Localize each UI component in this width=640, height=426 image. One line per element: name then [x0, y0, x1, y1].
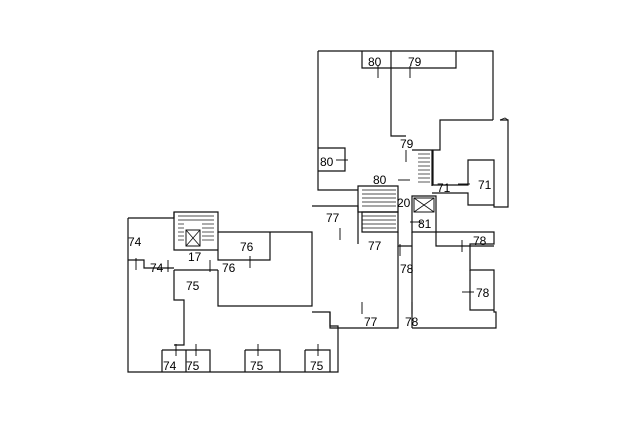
north-wing-walls: [317, 50, 509, 208]
room-label: 80: [320, 155, 334, 169]
room-label: 75: [310, 359, 324, 373]
room-label: 77: [364, 315, 378, 329]
room-label: 78: [476, 286, 490, 300]
room-label: 79: [408, 55, 422, 69]
room-label: 71: [437, 181, 451, 195]
room-label: 80: [368, 55, 382, 69]
room-label: 71: [478, 178, 492, 192]
room-label: 74: [150, 261, 164, 275]
room-label: 75: [250, 359, 264, 373]
room-label: 76: [240, 240, 254, 254]
room-label: 77: [368, 239, 382, 253]
room-label: 78: [400, 262, 414, 276]
room-label: 17: [188, 250, 202, 264]
room-label: 74: [128, 235, 142, 249]
room-labels: 80 79 79 80 80 71 71 20 81 77 77 78 78 7…: [128, 55, 492, 373]
label-ticks: [135, 66, 474, 356]
room-label: 75: [186, 359, 200, 373]
room-label: 78: [473, 234, 487, 248]
room-label: 20: [397, 196, 411, 210]
room-label: 76: [222, 261, 236, 275]
east-wing-walls: [329, 231, 497, 329]
room-label: 74: [163, 359, 177, 373]
room-label: 79: [400, 137, 414, 151]
room-label: 80: [373, 173, 387, 187]
room-label: 77: [326, 211, 340, 225]
room-label: 75: [186, 279, 200, 293]
room-label: 81: [418, 217, 432, 231]
room-label: 78: [405, 315, 419, 329]
west-wing-walls: [127, 211, 339, 373]
